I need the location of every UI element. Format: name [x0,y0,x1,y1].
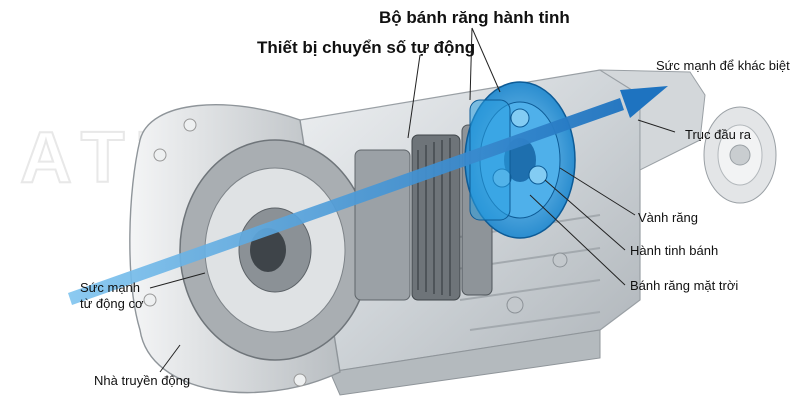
label-engine-power: Sức mạnh từ động cơ [80,280,143,312]
label-transmission-housing: Nhà truyền động [94,373,191,388]
tail-housing [598,69,777,204]
label-ring-gear: Vành răng [638,210,698,225]
label-automatic-shifter: Thiết bị chuyển số tự động [257,38,476,57]
label-power-to-differential: Sức mạnh để khác biệt [656,58,790,73]
label-engine-power-line2: từ động cơ [80,296,144,311]
label-output-shaft: Trục đầu ra [685,127,751,142]
label-engine-power-line1: Sức mạnh [80,280,141,295]
torque-converter [179,139,371,361]
label-planet-gear: Hành tinh bánh [630,243,719,258]
power-flow-arrow [68,86,668,305]
label-planetary-gear-set: Bộ bánh răng hành tinh [379,8,570,27]
leader-lines [149,27,676,373]
label-sun-gear: Bánh răng mặt trời [630,278,739,293]
